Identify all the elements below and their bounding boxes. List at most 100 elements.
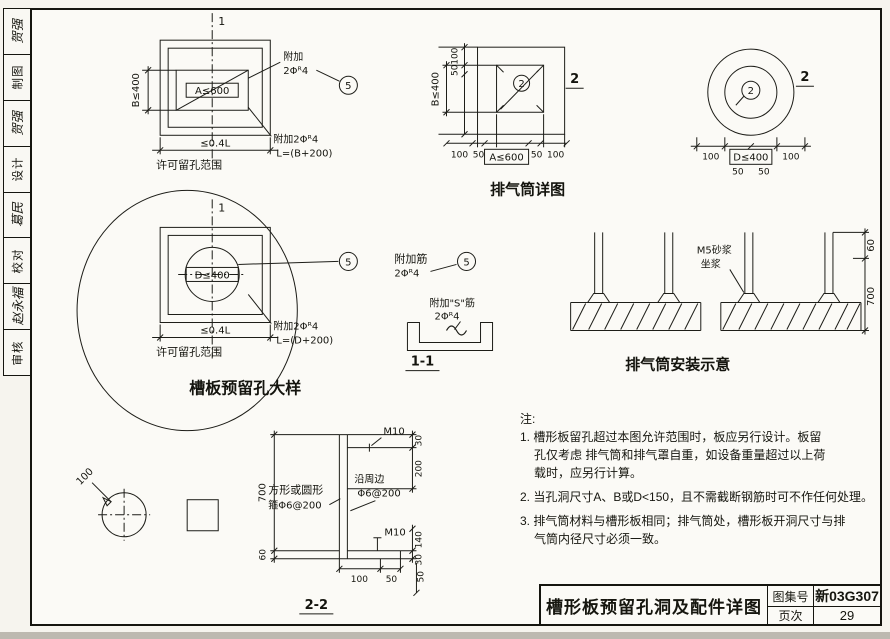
vent-square-detail: 2 2 100 50 B≤400 bbox=[430, 43, 584, 198]
dim-bottom-100a: 100 bbox=[451, 150, 468, 160]
perimeter-bar-label-line1: 沿周边 bbox=[354, 474, 384, 486]
role-label: 设计 bbox=[12, 156, 24, 182]
hole-size-label: D≤400 bbox=[195, 270, 230, 281]
section-mark-1: 1 bbox=[218, 201, 225, 214]
dim-100-left: 100 bbox=[702, 152, 719, 162]
s-bar-label-line1: 附加"S"筋 bbox=[429, 296, 475, 309]
hoop-bar-label-line1: 方形或圆形 bbox=[268, 483, 323, 497]
hoop-bar-label-line2: 箍Φ6@200 bbox=[268, 499, 321, 512]
added-bar-note-line1: 附加2Φᴿ4 bbox=[273, 132, 318, 145]
note-line: 1. 槽形板留孔超过本图允许范围时，板应另行设计。板留 bbox=[520, 430, 822, 444]
section-2-2-label: 2-2 bbox=[305, 598, 329, 613]
dim-bottom-50a: 50 bbox=[473, 150, 485, 160]
note-line: 载时，应另行计算。 bbox=[534, 466, 643, 480]
note-line: 3. 排气筒材料与槽形板相同；排气筒处，槽形板开洞尺寸与排 bbox=[520, 514, 846, 528]
allowed-range-caption: 许可留孔范围 bbox=[156, 157, 222, 171]
note-line: 气筒内径尺寸必须一致。 bbox=[534, 532, 667, 546]
dim-30-top: 30 bbox=[414, 435, 424, 447]
page-no-value: 29 bbox=[813, 606, 880, 624]
added-bar-label-line1: 附加 bbox=[283, 50, 303, 63]
dim-bottom-50b: 50 bbox=[531, 150, 543, 160]
detail-bubble-5: 5 bbox=[345, 257, 351, 268]
signature-text: 赵永福 bbox=[11, 287, 26, 326]
width-dim-label: B≤400 bbox=[131, 73, 142, 107]
drawing-frame: 1 A≤600 B≤400 附加 2Φᴿ4 5 bbox=[30, 8, 882, 626]
note-line: 孔仅考虑 排气筒和排气罩自重，如设备重量超过以上荷 bbox=[534, 448, 826, 462]
section-1-1-label: 1-1 bbox=[411, 355, 435, 370]
dim-100-left: 100 bbox=[451, 47, 461, 64]
signoff-cell-reviewer-signature: 赵永福 bbox=[4, 284, 30, 331]
drawing-canvas: 1 A≤600 B≤400 附加 2Φᴿ4 5 bbox=[75, 13, 877, 615]
signoff-cell-checker-label: 校对 bbox=[4, 238, 30, 285]
signature-text: 贺强 bbox=[11, 110, 26, 136]
section-bubble-2: 2 bbox=[748, 86, 754, 97]
atlas-no-label: 图集号 bbox=[767, 586, 813, 606]
signature-text: 贺强 bbox=[11, 18, 26, 44]
dim-200: 200 bbox=[414, 460, 424, 477]
mortar-label-line1: M5砂浆 bbox=[697, 243, 732, 256]
dim-50-drop: 50 bbox=[416, 571, 426, 583]
dim-30-bottom: 30 bbox=[414, 554, 424, 566]
drawing-title: 槽形板预留孔洞及配件详图 bbox=[546, 597, 762, 617]
section-1-1: 附加筋 2Φᴿ4 5 附加"S"筋 2Φᴿ4 1-1 bbox=[394, 251, 494, 372]
dim-140: 140 bbox=[414, 531, 424, 548]
allowed-range-caption: 许可留孔范围 bbox=[156, 345, 222, 359]
dim-50-b: 50 bbox=[758, 167, 770, 177]
notes-heading: 注: bbox=[520, 412, 536, 426]
detail-bubble-5: 5 bbox=[345, 81, 351, 92]
vent-installation: M5砂浆 坐浆 60 700 排气筒安装示意 bbox=[570, 228, 877, 374]
section-label-2: 2 bbox=[800, 70, 809, 85]
role-label: 校对 bbox=[12, 248, 24, 274]
detail-bubble-5: 5 bbox=[463, 257, 469, 268]
range-dim-label: ≤0.4L bbox=[200, 138, 230, 149]
dim-100-circle: 100 bbox=[75, 466, 96, 487]
signoff-cell-reviewer-label: 审核 bbox=[4, 330, 30, 375]
m10-bottom-label: M10 bbox=[384, 528, 405, 539]
dim-100-right: 100 bbox=[782, 152, 799, 162]
atlas-no-value: 新03G307 bbox=[813, 586, 880, 606]
section-label-2: 2 bbox=[570, 72, 579, 87]
dim-b-left: B≤400 bbox=[430, 72, 441, 106]
dim-60: 60 bbox=[866, 239, 877, 252]
mortar-label-line2: 坐浆 bbox=[701, 257, 721, 270]
detail-circle-hole: 1 D≤400 5 ≤0.4L 许可留孔范围 附加2Φᴿ4 L=(D+ bbox=[152, 199, 358, 398]
signoff-cell-designer-label: 设计 bbox=[4, 147, 30, 193]
section-mark-1: 1 bbox=[218, 15, 225, 28]
dim-700: 700 bbox=[257, 483, 268, 502]
m10-top-label: M10 bbox=[383, 427, 404, 438]
vent-round-detail: 2 2 100 D≤400 100 50 50 bbox=[690, 48, 814, 177]
added-bar-label-line1: 附加筋 bbox=[394, 251, 427, 265]
title-block-grid: 图集号 新03G307 页次 29 bbox=[767, 586, 880, 624]
hole-size-label: A≤600 bbox=[195, 86, 229, 97]
range-dim-label: ≤0.4L bbox=[200, 326, 230, 337]
dim-700: 700 bbox=[866, 287, 877, 306]
added-bar-note-line2: L=(B+200) bbox=[276, 148, 332, 159]
s-bar-label-line2: 2Φᴿ4 bbox=[434, 312, 459, 323]
dim-d400: D≤400 bbox=[733, 152, 768, 163]
page-no-label: 页次 bbox=[767, 606, 813, 624]
dim-100-bottom: 100 bbox=[351, 575, 368, 585]
note-line: 2. 当孔洞尺寸A、B或D<150，且不需截断钢筋时可不作任何处理。 bbox=[520, 490, 874, 504]
dim-50-a: 50 bbox=[732, 167, 744, 177]
notes-block: 注: 1. 槽形板留孔超过本图允许范围时，板应另行设计。板留 孔仅考虑 排气筒和… bbox=[520, 410, 884, 548]
added-bar-note-line2: L=(D+200) bbox=[276, 336, 333, 347]
installation-title: 排气筒安装示意 bbox=[625, 356, 730, 374]
signoff-cell-drafter-signature: 贺强 bbox=[4, 9, 30, 55]
perimeter-bar-label-line2: Φ6@200 bbox=[357, 489, 400, 500]
added-bar-label-line2: 2Φᴿ4 bbox=[394, 268, 419, 279]
added-bar-label-line2: 2Φᴿ4 bbox=[283, 66, 308, 77]
page-edge-shadow bbox=[0, 632, 890, 639]
added-bar-note-line1: 附加2Φᴿ4 bbox=[273, 320, 318, 333]
signoff-cell-drafter-label: 制图 bbox=[4, 55, 30, 101]
slab-hole-detail-title: 槽板预留孔大样 bbox=[189, 379, 301, 398]
vent-detail-title: 排气筒详图 bbox=[490, 180, 565, 198]
section-bubble-2: 2 bbox=[518, 79, 524, 90]
dim-bottom-100b: 100 bbox=[547, 150, 564, 160]
role-label: 审核 bbox=[12, 340, 24, 366]
detail-rect-hole: 1 A≤600 B≤400 附加 2Φᴿ4 5 bbox=[131, 13, 358, 171]
signoff-strip: 贺强 制图 贺强 设计 葛民 校对 赵永福 审核 bbox=[3, 8, 31, 376]
dim-60: 60 bbox=[258, 549, 268, 561]
dim-bottom-a600: A≤600 bbox=[489, 152, 523, 163]
signoff-cell-designer-signature: 贺强 bbox=[4, 101, 30, 147]
